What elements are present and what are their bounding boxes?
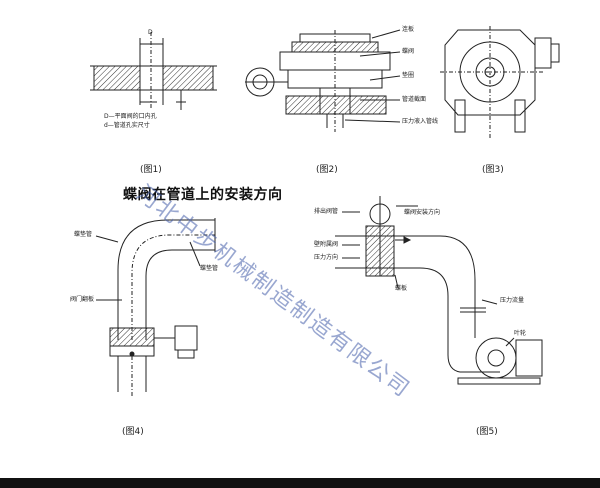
fig2-label-3: 垫圈 — [402, 72, 415, 79]
fig5-label-7: 叶轮 — [514, 330, 527, 337]
bottom-border — [0, 478, 600, 488]
fig2-label-5: 压力液入管线 — [402, 118, 439, 125]
fig2-caption: (图2) — [316, 165, 338, 175]
fig2-label-2: 蝶阀 — [402, 48, 415, 55]
fig1-note-1: D—平面阀的口内孔 — [104, 113, 157, 120]
fig5-label-5: 蝶板 — [395, 285, 408, 292]
fig5-label-1: 排出阀管 — [314, 208, 339, 215]
fig1-caption: (图1) — [140, 165, 162, 175]
fig4-label-3: 阀门翻板 — [70, 296, 95, 303]
fig5-caption: (图5) — [476, 427, 498, 437]
fig2-label-4: 管道截面 — [402, 96, 427, 103]
fig5-label-3: 壁附属阀 — [314, 241, 339, 248]
fig4-label-1: 蝶垫管 — [74, 231, 93, 238]
fig5-label-4: 压力方向 — [314, 254, 339, 261]
section-title: 蝶阀在管道上的安装方向 — [123, 187, 283, 203]
fig5-label-2: 蝶阀安装方向 — [404, 209, 441, 216]
fig4-label-2: 蝶垫管 — [200, 265, 219, 272]
figure-1-drawing — [90, 32, 217, 110]
figure-5-drawing — [335, 196, 543, 385]
figure-3-drawing — [440, 26, 560, 140]
fig4-caption: (图4) — [122, 427, 144, 437]
fig1-note-2: d—管道孔实尺寸 — [104, 122, 150, 129]
fig3-caption: (图3) — [482, 165, 504, 175]
figure-4-drawing — [95, 218, 216, 396]
fig2-label-1: 连板 — [402, 26, 415, 33]
figure-2-drawing — [245, 29, 401, 132]
fig5-label-6: 压力流量 — [500, 297, 525, 304]
fig1-dimension-d: D — [148, 29, 153, 36]
